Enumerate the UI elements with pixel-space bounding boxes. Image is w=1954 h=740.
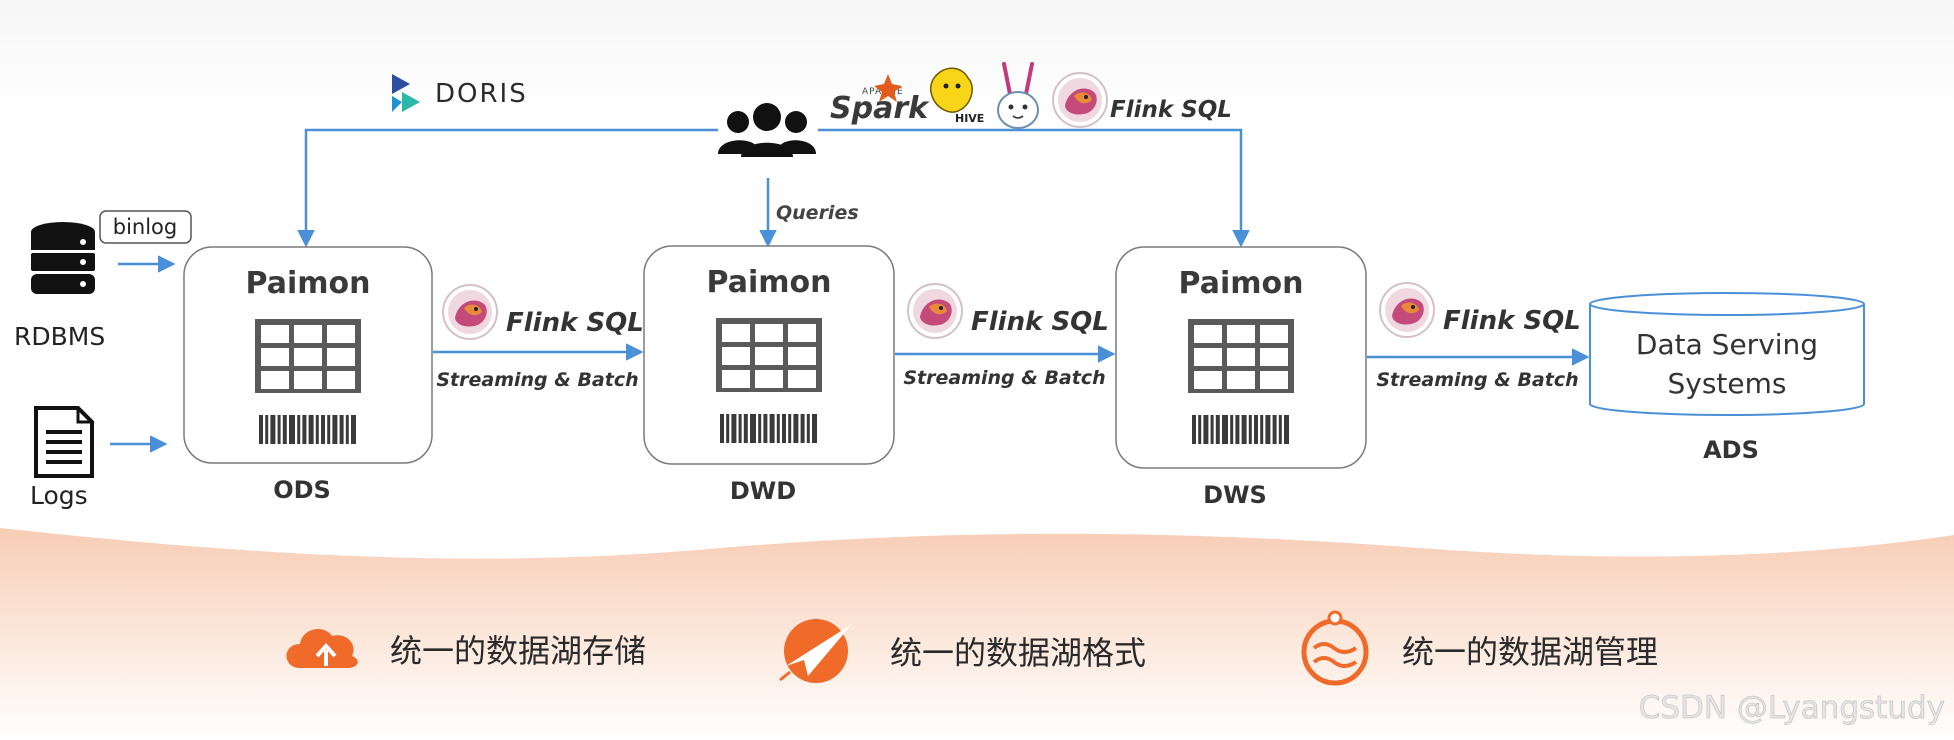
- barcode-icon: [720, 414, 817, 443]
- streaming-batch-label: Streaming & Batch: [436, 369, 638, 391]
- spark-label: Spark: [830, 91, 930, 126]
- data-serving-cylinder: [1589, 292, 1865, 416]
- layer-caption: DWS: [1203, 481, 1267, 509]
- table-icon: [716, 318, 822, 392]
- binlog-label: binlog: [113, 215, 178, 239]
- document-icon: [34, 406, 94, 478]
- binlog-tag: [99, 210, 192, 244]
- hive-label: HIVE: [955, 112, 984, 125]
- watermark: CSDN @Lyangstudy: [1639, 690, 1945, 726]
- logs-label: Logs: [30, 481, 88, 510]
- wave-circle-icon: [1301, 610, 1369, 686]
- bottom-wave-band: [0, 528, 1954, 740]
- layer-caption: ODS: [273, 476, 331, 504]
- ads-line1: Data Serving: [1636, 328, 1818, 361]
- transform-3: Flink SQL Streaming & Batch: [1367, 282, 1590, 391]
- queries-label: Queries: [776, 202, 859, 224]
- paimon-title: Paimon: [246, 266, 371, 301]
- transform-2: Flink SQL Streaming & Batch: [895, 283, 1116, 389]
- paper-plane-icon: [779, 619, 852, 683]
- query-line-right: [818, 128, 1250, 248]
- doris-label: DORIS: [435, 79, 528, 109]
- top-background: [0, 0, 1954, 120]
- flink-sql-label: Flink SQL: [971, 307, 1109, 337]
- cloud-upload-icon: [286, 629, 358, 668]
- flink-transforms: Flink SQL Streaming & Batch Flink SQL Strea…: [433, 282, 1590, 391]
- table-icon: [255, 319, 361, 393]
- feature-format-label: 统一的数据湖格式: [890, 634, 1146, 672]
- table-icon: [1188, 319, 1294, 393]
- feature-management-label: 统一的数据湖管理: [1402, 633, 1658, 671]
- flink-sql-label: Flink SQL: [1443, 306, 1581, 336]
- flink-sql-top-label: Flink SQL: [1110, 97, 1232, 123]
- ads-line2: Systems: [1668, 367, 1787, 400]
- flink-logo: [907, 283, 963, 339]
- transform-1: Flink SQL Streaming & Batch: [433, 284, 644, 391]
- barcode-icon: [1192, 415, 1289, 444]
- flink-logo: [442, 284, 498, 340]
- rdbms-label: RDBMS: [14, 322, 105, 351]
- feature-storage-label: 统一的数据湖存储: [390, 632, 646, 670]
- doris-logo: DORIS: [392, 74, 528, 112]
- flink-logo-top: [1052, 72, 1108, 128]
- database-icon: [31, 222, 95, 294]
- paimon-title: Paimon: [707, 265, 832, 300]
- barcode-icon: [259, 415, 356, 444]
- streaming-batch-label: Streaming & Batch: [1376, 369, 1578, 391]
- query-line-left: [297, 128, 718, 248]
- flink-sql-label: Flink SQL: [506, 308, 644, 338]
- paimon-title: Paimon: [1179, 266, 1304, 301]
- flink-logo: [1379, 282, 1435, 338]
- bunny-logo-icon: [997, 62, 1039, 129]
- ads-caption: ADS: [1703, 436, 1759, 464]
- spark-logo: APACHE Spark: [830, 74, 930, 126]
- hive-logo: HIVE: [929, 67, 984, 125]
- users-icon: [718, 103, 816, 157]
- streaming-batch-label: Streaming & Batch: [903, 367, 1105, 389]
- layer-caption: DWD: [730, 477, 796, 505]
